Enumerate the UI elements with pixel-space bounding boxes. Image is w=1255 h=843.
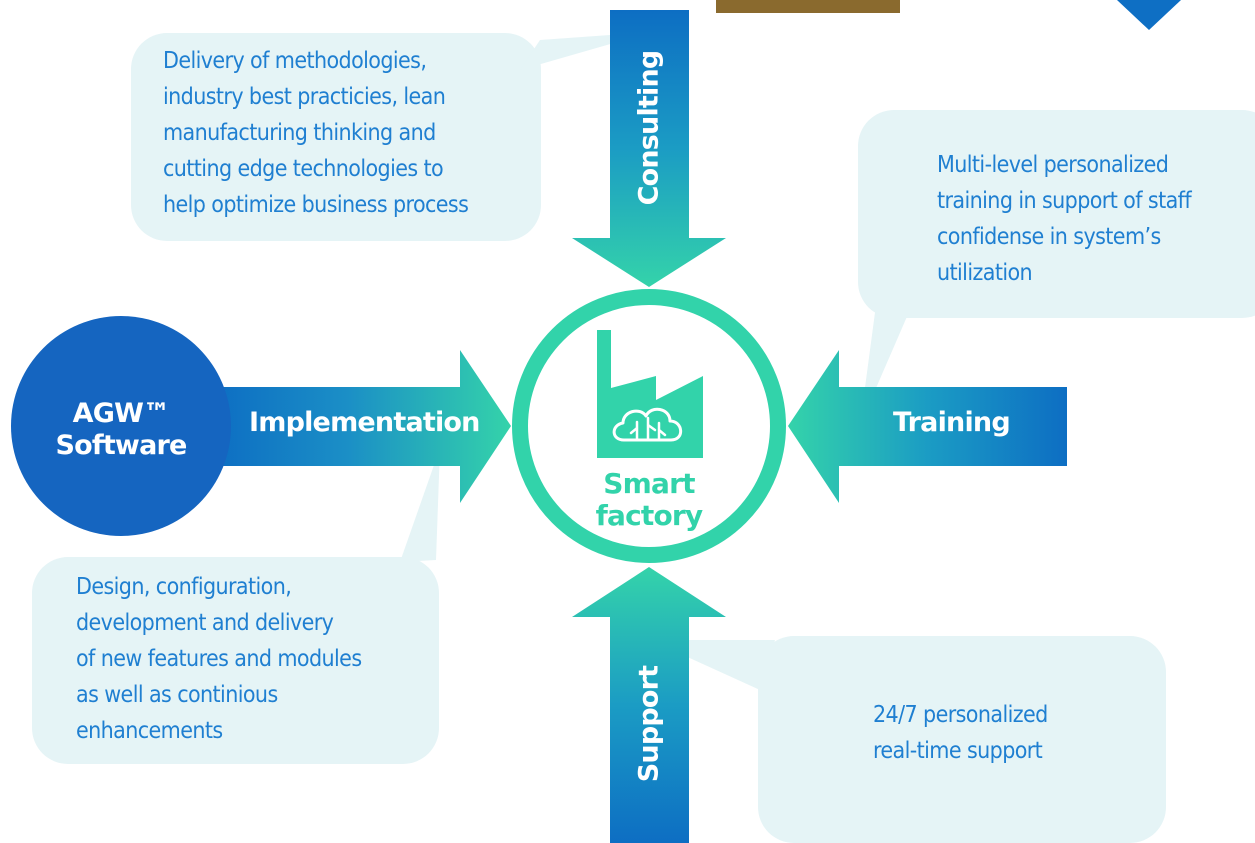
consulting-text-line: Delivery of methodologies, [163, 48, 427, 74]
training-arrow-label: Training [893, 407, 1011, 438]
support-bubble-text: 24/7 personalized real-time support [873, 697, 1048, 769]
implementation-bubble-text: Design, configuration, development and d… [76, 569, 362, 749]
hub-label-line1: Smart [603, 467, 695, 500]
corner-triangle-decoration [1117, 0, 1181, 30]
consulting-text-line: help optimize business process [163, 192, 469, 218]
implementation-bubble [32, 448, 440, 764]
implementation-text-line: as well as continious [76, 682, 278, 708]
agw-label-line1: AGW™ [72, 398, 170, 429]
implementation-text-line: development and delivery [76, 610, 334, 636]
photo-fragment [716, 0, 900, 13]
support-arrow [572, 567, 726, 843]
implementation-arrow-label: Implementation [249, 407, 480, 438]
consulting-arrow-label: Consulting [633, 50, 665, 206]
hub-label: Smart factory [595, 467, 704, 532]
support-text-line: real-time support [873, 738, 1043, 764]
consulting-bubble-text: Delivery of methodologies, industry best… [163, 43, 469, 223]
training-text-line: Multi-level personalized [937, 152, 1169, 178]
implementation-text-line: of new features and modules [76, 646, 362, 672]
consulting-text-line: cutting edge technologies to [163, 156, 444, 182]
agw-label: AGW™ Software [55, 398, 187, 462]
support-arrow-label: Support [633, 665, 665, 783]
agw-software-circle [11, 316, 231, 536]
support-text-line: 24/7 personalized [873, 702, 1048, 728]
training-arrow [788, 350, 1067, 503]
agw-label-line2: Software [55, 430, 187, 461]
training-bubble-text: Multi-level personalized training in sup… [937, 147, 1192, 291]
consulting-text-line: industry best practicies, lean [163, 84, 446, 110]
hub-label-line2: factory [595, 499, 704, 532]
factory-cloud-icon [597, 330, 703, 458]
training-text-line: utilization [937, 260, 1033, 286]
implementation-text-line: enhancements [76, 718, 223, 744]
training-text-line: training in support of staff [937, 188, 1192, 214]
consulting-text-line: manufacturing thinking and [163, 120, 436, 146]
implementation-text-line: Design, configuration, [76, 574, 292, 600]
implementation-arrow [215, 350, 511, 503]
training-text-line: confidense in system’s [937, 224, 1161, 250]
consulting-arrow [572, 10, 726, 287]
